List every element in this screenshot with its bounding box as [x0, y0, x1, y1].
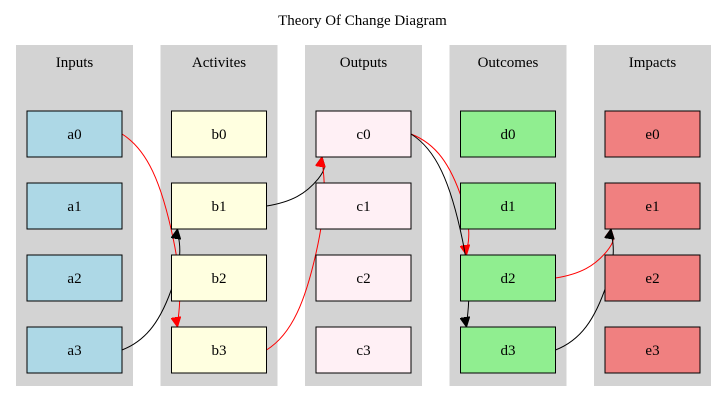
- node-a1: a1: [26, 182, 123, 230]
- node-label: a1: [67, 199, 81, 215]
- node-box: [26, 326, 123, 374]
- cluster-label: Inputs: [56, 55, 94, 71]
- node-b1: b1: [171, 182, 267, 230]
- node-label: d1: [501, 199, 516, 215]
- edge-c0-d3: [410, 133, 469, 327]
- node-box: [460, 182, 556, 230]
- node-box: [460, 326, 556, 374]
- node-label: e1: [645, 199, 659, 215]
- node-label: b0: [212, 127, 227, 143]
- node-b0: b0: [171, 110, 267, 158]
- node-label: b2: [212, 271, 227, 287]
- node-box: [171, 182, 267, 230]
- cluster-label: Outputs: [340, 55, 388, 71]
- node-label: a3: [67, 343, 81, 359]
- node-box: [171, 254, 267, 302]
- node-label: c1: [356, 199, 370, 215]
- node-a0: a0: [26, 110, 123, 158]
- node-e0: e0: [604, 110, 701, 158]
- node-d3: d3: [460, 326, 556, 374]
- node-box: [604, 182, 701, 230]
- cluster-label: Impacts: [629, 55, 677, 71]
- node-box: [171, 326, 267, 374]
- node-b3: b3: [171, 326, 267, 374]
- node-box: [604, 326, 701, 374]
- node-c1: c1: [315, 182, 412, 230]
- node-c0: c0: [315, 110, 412, 158]
- node-box: [315, 326, 412, 374]
- node-box: [604, 254, 701, 302]
- edge-a0-b3: [121, 133, 180, 327]
- node-e3: e3: [604, 326, 701, 374]
- node-label: a2: [67, 271, 81, 287]
- diagram-title: Theory Of Change Diagram: [278, 13, 447, 29]
- node-b2: b2: [171, 254, 267, 302]
- nodes-layer: a0 a1 a2 a3 b0 b1 b2 b3 c0 c1 c2 c3 d0 d1 d2 d3 e0 e1 e2 e3: [26, 110, 701, 374]
- node-label: c2: [356, 271, 370, 287]
- node-box: [315, 254, 412, 302]
- node-label: d3: [501, 343, 516, 359]
- node-box: [171, 110, 267, 158]
- node-c2: c2: [315, 254, 412, 302]
- node-label: e2: [645, 271, 659, 287]
- node-label: d2: [501, 271, 516, 287]
- node-box: [460, 254, 556, 302]
- node-label: a0: [67, 127, 81, 143]
- node-a2: a2: [26, 254, 123, 302]
- node-box: [604, 110, 701, 158]
- node-box: [26, 110, 123, 158]
- node-label: e3: [645, 343, 659, 359]
- node-d2: d2: [460, 254, 556, 302]
- node-label: d0: [501, 127, 516, 143]
- node-e1: e1: [604, 182, 701, 230]
- node-label: b1: [212, 199, 227, 215]
- node-box: [315, 110, 412, 158]
- cluster-label: Outcomes: [478, 55, 539, 71]
- node-box: [460, 110, 556, 158]
- node-label: b3: [212, 343, 227, 359]
- node-d1: d1: [460, 182, 556, 230]
- node-box: [26, 254, 123, 302]
- node-e2: e2: [604, 254, 701, 302]
- node-c3: c3: [315, 326, 412, 374]
- node-label: c0: [356, 127, 370, 143]
- cluster-label: Activites: [192, 55, 246, 71]
- edge-b3-c0: [266, 157, 325, 351]
- node-label: e0: [645, 127, 659, 143]
- node-label: c3: [356, 343, 370, 359]
- node-box: [315, 182, 412, 230]
- node-box: [26, 182, 123, 230]
- node-a3: a3: [26, 326, 123, 374]
- node-d0: d0: [460, 110, 556, 158]
